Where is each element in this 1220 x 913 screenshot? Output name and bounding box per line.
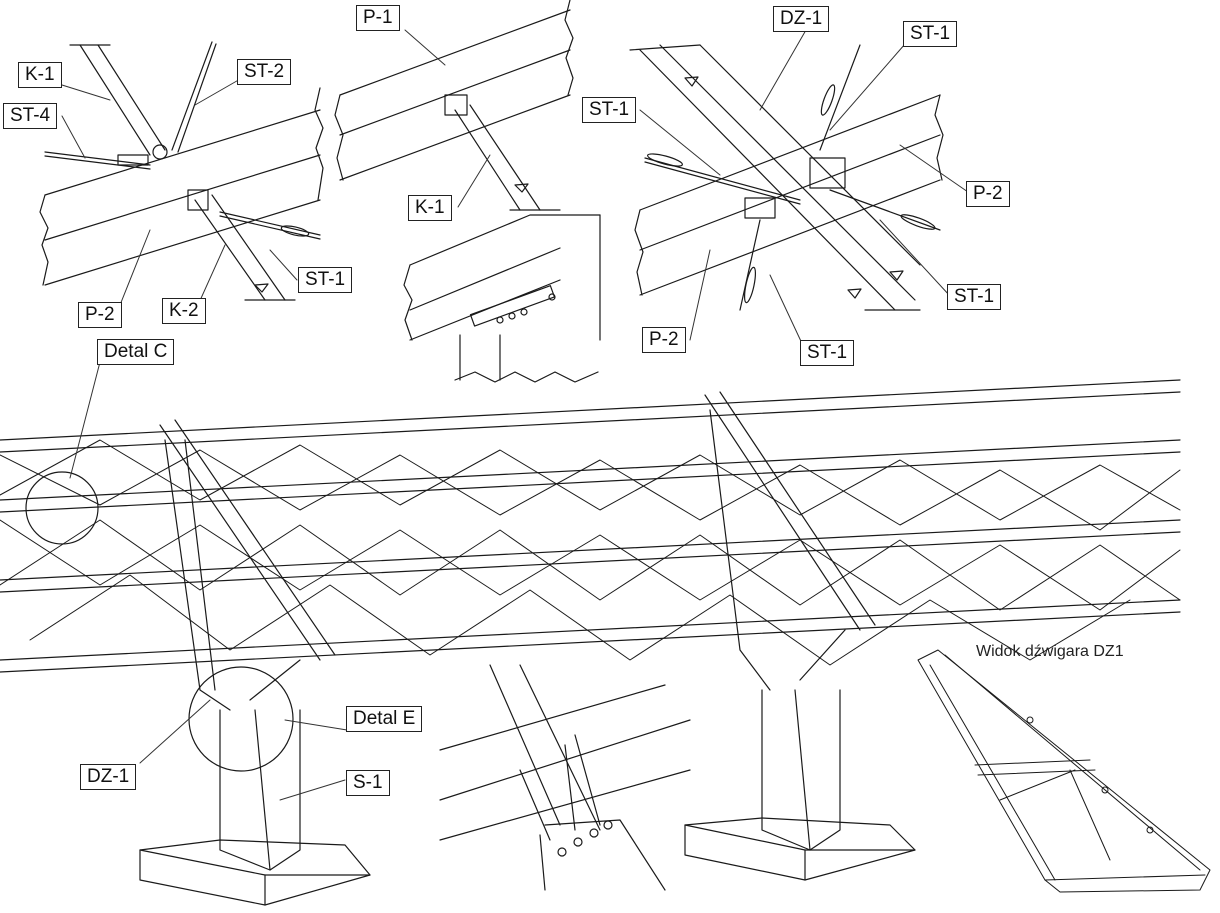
label-dz1-top: DZ-1 — [773, 6, 830, 32]
label-st1-d: ST-1 — [947, 284, 1002, 310]
label-s1: S-1 — [346, 770, 390, 796]
label-p2-c: P-2 — [642, 327, 686, 353]
label-k2: K-2 — [162, 298, 206, 324]
main-structure — [0, 380, 1180, 905]
label-detal-e: Detal E — [346, 706, 423, 732]
label-st4: ST-4 — [3, 103, 58, 129]
label-p2-a: P-2 — [966, 181, 1010, 207]
label-k1-mid: K-1 — [408, 195, 452, 221]
label-st1-e: ST-1 — [800, 340, 855, 366]
leader-lines — [62, 30, 968, 800]
dz1-view — [918, 650, 1210, 892]
detail-e-inset — [440, 665, 690, 890]
label-dz1-bottom: DZ-1 — [80, 764, 137, 790]
label-st1-c: ST-1 — [298, 267, 353, 293]
label-st1-b: ST-1 — [582, 97, 637, 123]
label-detal-c: Detal C — [97, 339, 175, 365]
label-st2: ST-2 — [237, 59, 292, 85]
detail-top-left — [40, 42, 323, 300]
dz1-view-caption: Widok dźwigara DZ1 — [976, 643, 1124, 660]
label-p1: P-1 — [356, 5, 400, 31]
detail-top-right — [630, 45, 943, 310]
label-p2-b: P-2 — [78, 302, 122, 328]
label-k1-top: K-1 — [18, 62, 62, 88]
label-st1-a: ST-1 — [903, 21, 958, 47]
